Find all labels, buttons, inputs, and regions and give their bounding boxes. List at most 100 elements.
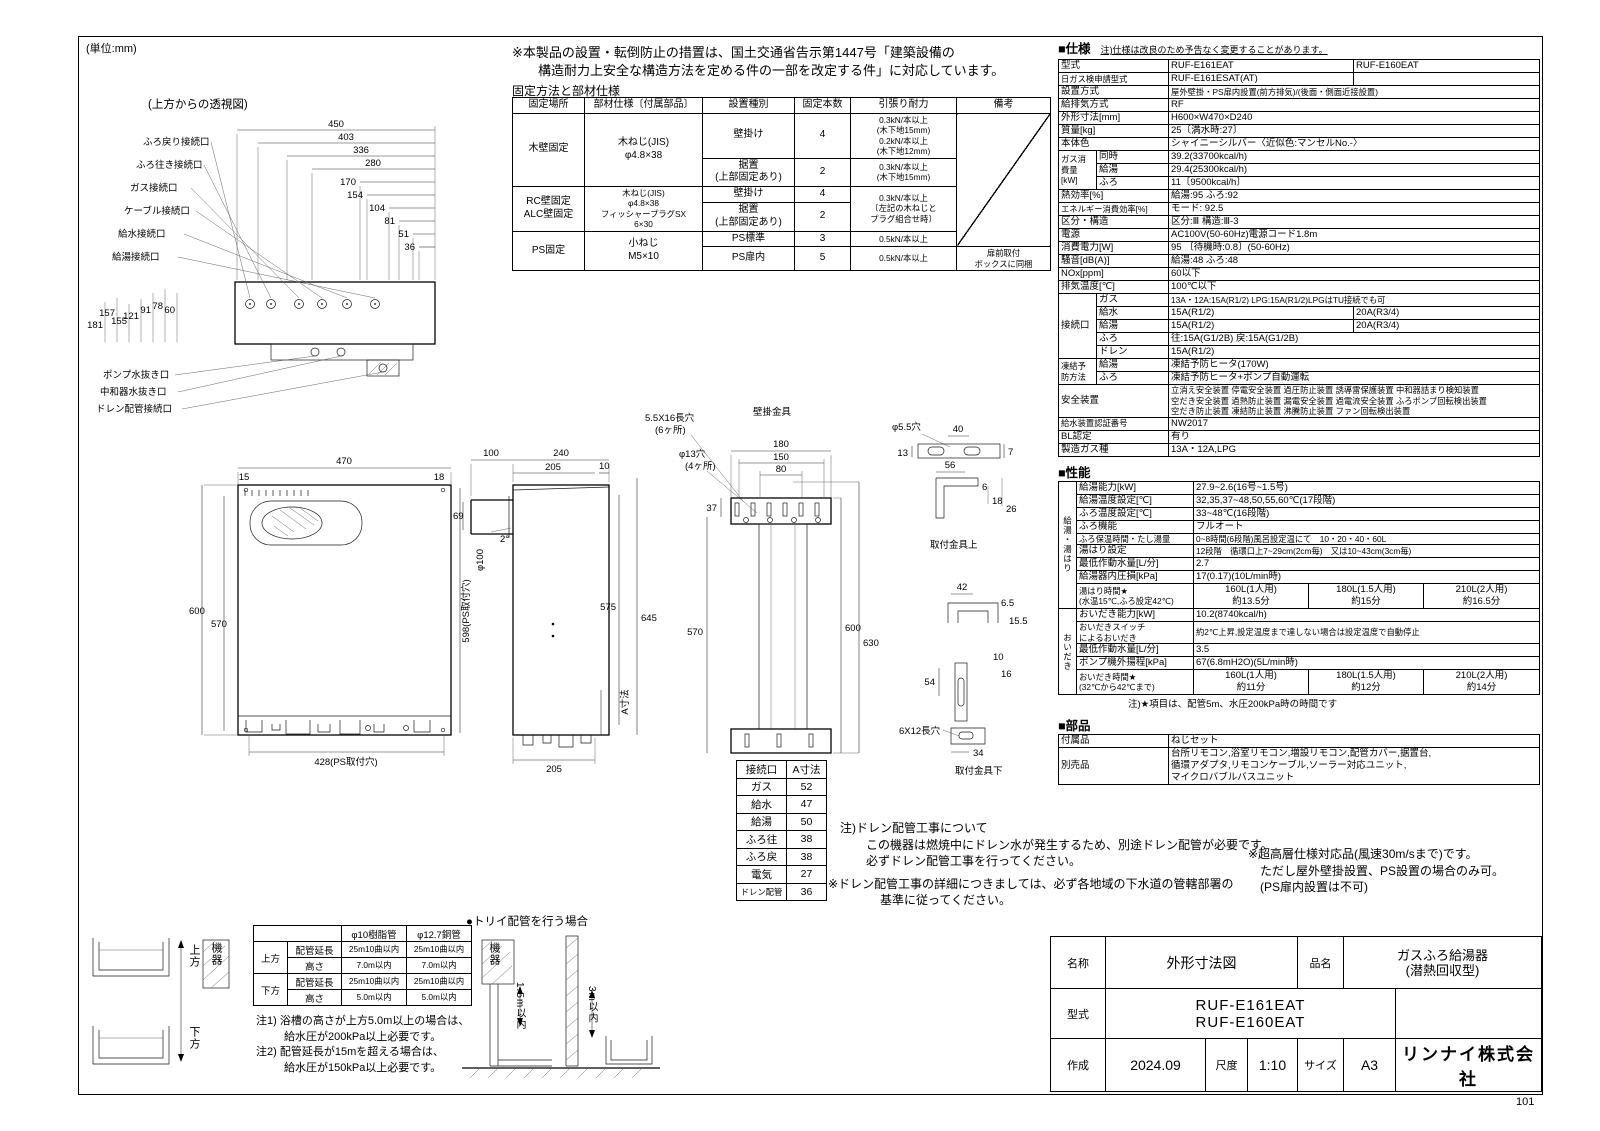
scale-value: 1:10 bbox=[1247, 1038, 1298, 1092]
bracket-channel bbox=[947, 602, 999, 623]
cell: おいだきスイッチ によるおいだき bbox=[1076, 621, 1194, 644]
cell: 4 bbox=[794, 185, 851, 203]
cell: ねじセット bbox=[1168, 734, 1540, 748]
pipe-run bbox=[489, 984, 552, 1067]
cell: 高さ bbox=[287, 957, 342, 974]
cell: 木ねじ(JIS) φ4.8×38 フィッシャープラグSX 6×30 bbox=[584, 185, 703, 232]
cell: 180L(1.5人用) 約15分 bbox=[1308, 583, 1424, 609]
titleblock-label-hinmei: 品名 bbox=[1297, 936, 1344, 989]
bottom-connections bbox=[245, 720, 431, 735]
cell: 木壁固定 bbox=[512, 112, 585, 187]
round-hole-count: (4ヶ所) bbox=[685, 461, 716, 472]
cell: 木ねじ(JIS) φ4.8×38 bbox=[584, 112, 703, 187]
cell: 固定場所 bbox=[512, 97, 585, 114]
port-label: 給水接続口 bbox=[118, 228, 166, 240]
install-note: ※本製品の設置・転倒防止の措置は、国土交通省告示第1447号「建築設備の 構造耐… bbox=[512, 44, 1004, 80]
top-view-title: (上方からの透視図) bbox=[148, 99, 248, 111]
hole-55-label: φ5.5穴 bbox=[892, 421, 921, 433]
cell: 日ガス検申請型式 bbox=[1057, 72, 1170, 86]
model-2: RUF-E160EAT bbox=[1353, 59, 1541, 73]
cell: 給湯・湯はり bbox=[1058, 480, 1077, 609]
titleblock-label-scale: 尺度 bbox=[1205, 1038, 1248, 1092]
piping-note-line2: 給水圧が200kPa以上必要です。 bbox=[284, 1030, 442, 1043]
cell: ふろ bbox=[1095, 332, 1170, 346]
cell: 27.9~2.6(16号~1.5号) bbox=[1192, 480, 1541, 495]
model-1: RUF-E161EAT bbox=[1168, 59, 1355, 73]
cell: 95 〔待機時:0.8〕(50-60Hz) bbox=[1168, 241, 1541, 255]
cell: 0.5kN/本以上 bbox=[850, 230, 957, 247]
cell: 本体色 bbox=[1057, 137, 1170, 151]
dim-a: A寸法 bbox=[619, 689, 631, 714]
port-symbols bbox=[245, 299, 388, 373]
cell: 給水 bbox=[1095, 306, 1170, 320]
dim-34: 34 bbox=[973, 748, 984, 759]
dim-645: 645 bbox=[641, 613, 657, 624]
upper-bracket-detail: φ5.5穴 40 7 13 56 6 18 26 取付金具上 bbox=[892, 421, 1017, 551]
tub-down-label: 下方 bbox=[188, 1026, 200, 1050]
cell bbox=[1394, 988, 1543, 1039]
titleblock-label-size: サイズ bbox=[1297, 1038, 1344, 1092]
cell: 給湯温度設定[℃] bbox=[1076, 493, 1194, 508]
cell: NOx[ppm] bbox=[1057, 267, 1170, 281]
cell: 消費電力[W] bbox=[1057, 241, 1170, 255]
unit-box bbox=[202, 939, 230, 989]
drain-note-line2: この機器は燃焼中にドレン水が発生するため、別途ドレン配管が必要です。 bbox=[866, 837, 1273, 852]
cell: 同時 bbox=[1095, 150, 1170, 164]
cell: ドレン bbox=[1095, 345, 1170, 359]
port-label: ふろ戻り接続口 bbox=[143, 136, 210, 148]
titleblock-label-name: 名称 bbox=[1050, 936, 1106, 989]
slot-hole-label: 5.5X16長穴 bbox=[645, 412, 695, 424]
dim-56: 56 bbox=[945, 460, 956, 471]
dim-65: 6.5 bbox=[1001, 598, 1014, 609]
cell: 電源 bbox=[1057, 228, 1170, 242]
performance-table-grid: 給湯・湯はり給湯能力[kW]27.9~2.6(16号~1.5号)給湯温度設定[℃… bbox=[1058, 480, 1541, 695]
lower-bracket-title: 取付金具下 bbox=[955, 765, 1003, 777]
top-view-drawing: 450 403 336 280 170 154 104 81 51 36 181… bbox=[87, 119, 436, 415]
cell: 13A・12A:15A(R1/2) LPG:15A(R1/2)LPGはTU接続で… bbox=[1168, 293, 1541, 307]
cell: 最低作動水量[L/分] bbox=[1076, 557, 1194, 571]
cell: ふろ温度設定[℃] bbox=[1076, 506, 1194, 521]
cell: 160L(1人用) 約13.5分 bbox=[1193, 583, 1309, 609]
cell: 13A・12A,LPG bbox=[1168, 442, 1541, 457]
dim-angle: 2° bbox=[500, 534, 509, 545]
dim-600: 600 bbox=[845, 623, 861, 634]
cell: 180L(1.5人用) 約12分 bbox=[1308, 669, 1424, 695]
drain-label: ドレン配管接続口 bbox=[96, 403, 172, 415]
product-name: ガスふろ給湯器 (潜熱回収型) bbox=[1342, 936, 1543, 989]
cell: 安全装置 bbox=[1057, 384, 1170, 418]
cell: 4 bbox=[794, 112, 851, 159]
cell: エネルギー消費効率[%] bbox=[1057, 202, 1170, 216]
drain-piping-note: 注)ドレン配管工事について この機器は燃焼中にドレン水が発生するため、別途ドレン… bbox=[828, 820, 1273, 909]
cell: NW2017 bbox=[1168, 416, 1541, 431]
torii-piping-title: ●トリイ配管を行う場合 bbox=[466, 916, 588, 928]
dim-600: 600 bbox=[189, 606, 205, 617]
cell: 52 bbox=[786, 777, 827, 796]
cell: 付属品 bbox=[1058, 734, 1169, 748]
spec-section-note: 注)仕様は改良のため予告なく変更することがあります。 bbox=[1100, 45, 1328, 55]
fixing-table-grid: 固定場所部材仕様〔付属部品〕設置種別固定本数引張り耐力備考木壁固定木ねじ(JIS… bbox=[512, 97, 1051, 271]
dim-450: 450 bbox=[328, 119, 344, 130]
cell: 型式 bbox=[1057, 59, 1170, 73]
cell: 20A(R3/4) bbox=[1353, 319, 1541, 333]
cell: 0.3kN/本以上 〔左記の木ねじと プラグ組合せ時〕 bbox=[850, 185, 957, 232]
dim-104: 104 bbox=[369, 203, 385, 214]
dim-7: 7 bbox=[1008, 447, 1013, 458]
cell: 60以下 bbox=[1168, 267, 1541, 281]
cell: 25〔満水時:27〕 bbox=[1168, 124, 1541, 138]
dim-91: 91 bbox=[140, 305, 151, 316]
cell: 引張り耐力 bbox=[850, 97, 957, 114]
dim-570: 570 bbox=[211, 619, 227, 630]
tub-up-label: 上方 bbox=[188, 944, 200, 968]
dim-570: 570 bbox=[687, 627, 703, 638]
dim-205t: 205 bbox=[545, 462, 561, 473]
cell: 29.4(25300kcal/h) bbox=[1168, 163, 1541, 177]
cell: ポンプ機外揚程[kPa] bbox=[1076, 656, 1194, 670]
cell: 排気温度[℃] bbox=[1057, 280, 1170, 294]
cell: ふろ bbox=[1095, 371, 1170, 385]
cell: RUF-E161ESAT(AT) bbox=[1168, 72, 1355, 86]
creation-date: 2024.09 bbox=[1105, 1038, 1206, 1092]
cell: 部材仕様〔付属部品〕 bbox=[584, 97, 703, 114]
